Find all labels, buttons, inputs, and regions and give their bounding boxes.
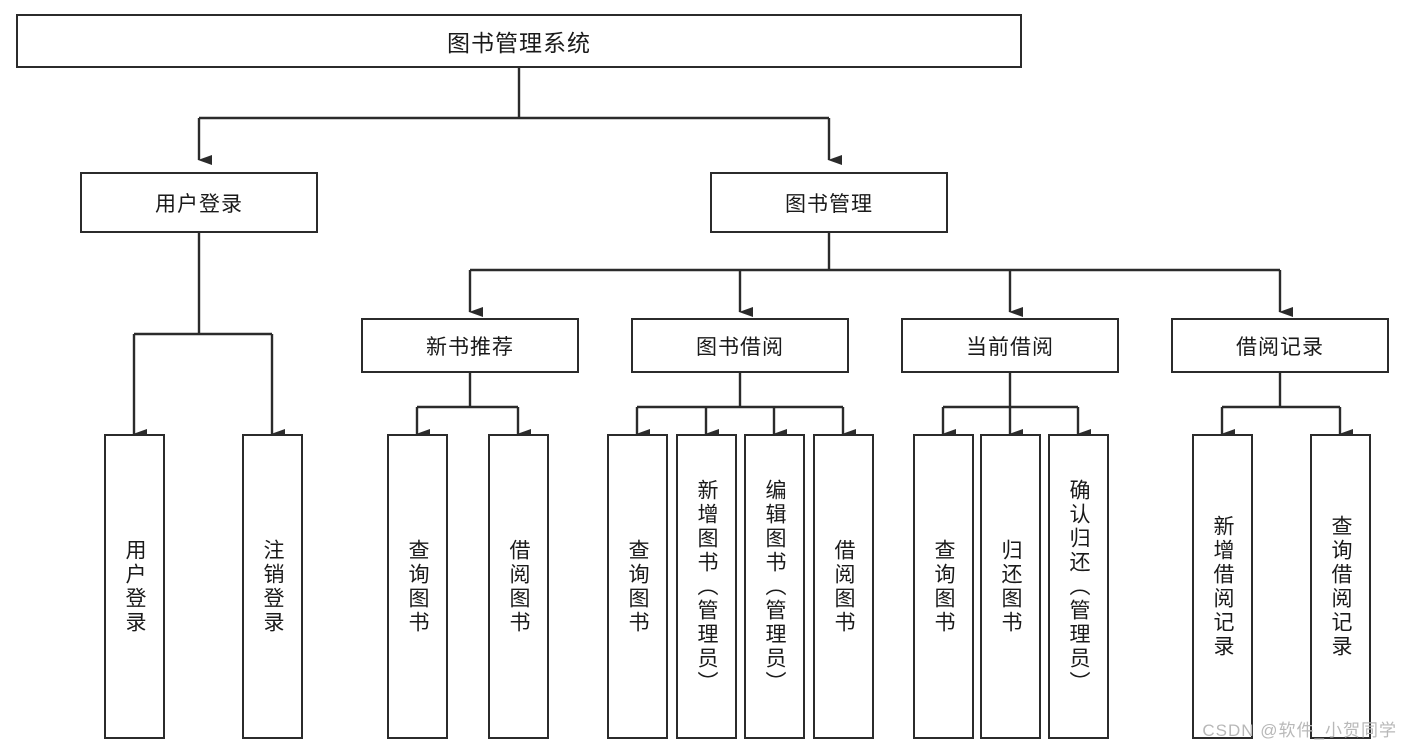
node-leaf-add-book-label: 新增图书（管理员）: [695, 478, 718, 695]
node-book-borrow[interactable]: 图书借阅: [631, 318, 849, 373]
node-leaf-edit-book-label: 编辑图书（管理员）: [763, 478, 786, 695]
node-leaf-borrow-book-2-label: 借阅图书: [832, 538, 855, 635]
node-leaf-logout-login-label: 注销登录: [261, 538, 284, 635]
node-leaf-query-book-3[interactable]: 查询图书: [913, 434, 974, 739]
node-book-borrow-label: 图书借阅: [696, 335, 784, 359]
node-leaf-add-record-label: 新增借阅记录: [1211, 514, 1234, 659]
node-leaf-query-book-1-label: 查询图书: [406, 538, 429, 635]
node-leaf-add-book[interactable]: 新增图书（管理员）: [676, 434, 737, 739]
node-leaf-user-login[interactable]: 用户登录: [104, 434, 165, 739]
node-borrow-record[interactable]: 借阅记录: [1171, 318, 1389, 373]
node-leaf-user-login-label: 用户登录: [123, 538, 146, 635]
node-leaf-borrow-book-1-label: 借阅图书: [507, 538, 530, 635]
node-new-book-recommend[interactable]: 新书推荐: [361, 318, 579, 373]
node-current-borrow[interactable]: 当前借阅: [901, 318, 1119, 373]
node-book-manage[interactable]: 图书管理: [710, 172, 948, 233]
node-borrow-record-label: 借阅记录: [1236, 335, 1324, 359]
node-leaf-query-book-2[interactable]: 查询图书: [607, 434, 668, 739]
node-leaf-borrow-book-1[interactable]: 借阅图书: [488, 434, 549, 739]
node-root-label: 图书管理系统: [447, 30, 591, 56]
node-leaf-edit-book[interactable]: 编辑图书（管理员）: [744, 434, 805, 739]
node-book-manage-label: 图书管理: [785, 192, 873, 216]
node-leaf-query-book-3-label: 查询图书: [932, 538, 955, 635]
node-user-login[interactable]: 用户登录: [80, 172, 318, 233]
node-leaf-query-book-2-label: 查询图书: [626, 538, 649, 635]
node-root[interactable]: 图书管理系统: [16, 14, 1022, 68]
node-leaf-query-record-label: 查询借阅记录: [1329, 514, 1352, 659]
node-leaf-add-record[interactable]: 新增借阅记录: [1192, 434, 1253, 739]
watermark-text: CSDN @软件_小贺同学: [1202, 721, 1397, 740]
node-leaf-confirm-return[interactable]: 确认归还（管理员）: [1048, 434, 1109, 739]
node-leaf-query-record[interactable]: 查询借阅记录: [1310, 434, 1371, 739]
node-new-book-recommend-label: 新书推荐: [426, 335, 514, 359]
node-leaf-return-book-label: 归还图书: [999, 538, 1022, 635]
node-leaf-confirm-return-label: 确认归还（管理员）: [1067, 478, 1090, 695]
node-current-borrow-label: 当前借阅: [966, 335, 1054, 359]
node-user-login-label: 用户登录: [155, 192, 243, 216]
node-leaf-logout-login[interactable]: 注销登录: [242, 434, 303, 739]
node-leaf-query-book-1[interactable]: 查询图书: [387, 434, 448, 739]
node-leaf-borrow-book-2[interactable]: 借阅图书: [813, 434, 874, 739]
node-leaf-return-book[interactable]: 归还图书: [980, 434, 1041, 739]
